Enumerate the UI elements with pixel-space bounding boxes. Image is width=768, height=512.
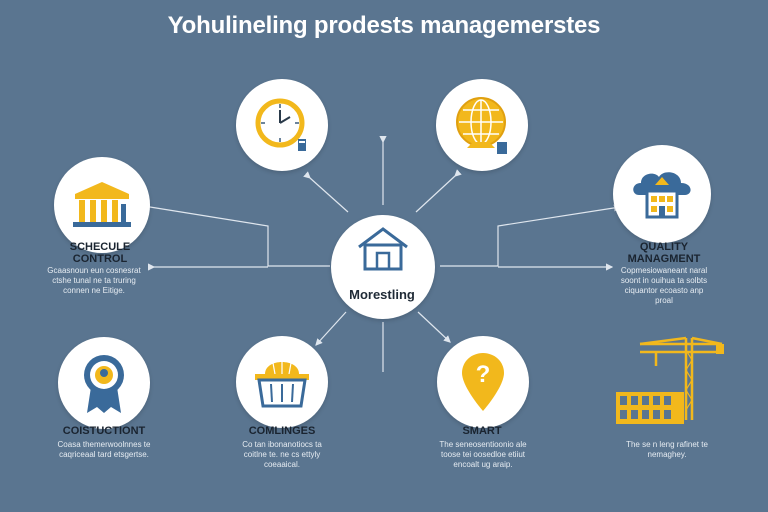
connector-top-right xyxy=(415,169,462,213)
clock-icon xyxy=(255,98,306,151)
center-label: Morestling xyxy=(349,287,415,302)
cloud-building-icon xyxy=(633,172,691,219)
commings-description: Co tan ibonanotiocs ta coitlne te. ne cs… xyxy=(242,440,322,469)
construction-node xyxy=(58,337,150,429)
house-icon xyxy=(358,227,408,271)
connector-top-left xyxy=(303,171,349,213)
smart-description: The seneosentioonio ale toose tei oosedl… xyxy=(439,440,527,469)
construction-label: COISTUCTIONT xyxy=(62,425,146,437)
connector-right-upper xyxy=(440,204,622,267)
basket-icon xyxy=(255,360,309,408)
clock-node xyxy=(236,79,328,171)
svg-text:?: ? xyxy=(476,361,491,388)
smart-label: SMART xyxy=(462,425,502,437)
schedule-label: SCHECULE CONTROL xyxy=(69,241,131,265)
quality-description: Copmesiowaneant naral soont in ouihua ta… xyxy=(620,266,708,305)
schedule-description: Gcaasnoun eun cosnesrat ctshe tunal ne t… xyxy=(47,266,141,295)
schedule-node xyxy=(54,157,150,253)
quality-node xyxy=(613,145,711,243)
quality-label: QUALITY MANAGMENT xyxy=(627,241,701,265)
commings-label: COMLINGES xyxy=(248,425,316,437)
connector-bottom-right xyxy=(417,311,451,343)
crane-icon xyxy=(616,336,724,424)
globe-icon xyxy=(456,97,507,154)
globe-node xyxy=(436,79,528,171)
construction-description: Coasa themerwoolnnes te caqriceaal tard … xyxy=(57,440,151,459)
building-columns-icon xyxy=(73,182,131,227)
crane-description: The se n leng rafinet te nemaghey. xyxy=(626,440,708,459)
commings-node xyxy=(236,336,328,428)
page-title: Yohulineling prodests managemerstes xyxy=(167,12,601,39)
question-pin-icon: ? xyxy=(462,353,504,411)
connector-bottom-left xyxy=(315,311,347,346)
center-node xyxy=(331,215,435,319)
smart-node: ? xyxy=(437,336,529,428)
connector-left-upper xyxy=(143,202,330,267)
award-badge-icon xyxy=(84,355,124,413)
